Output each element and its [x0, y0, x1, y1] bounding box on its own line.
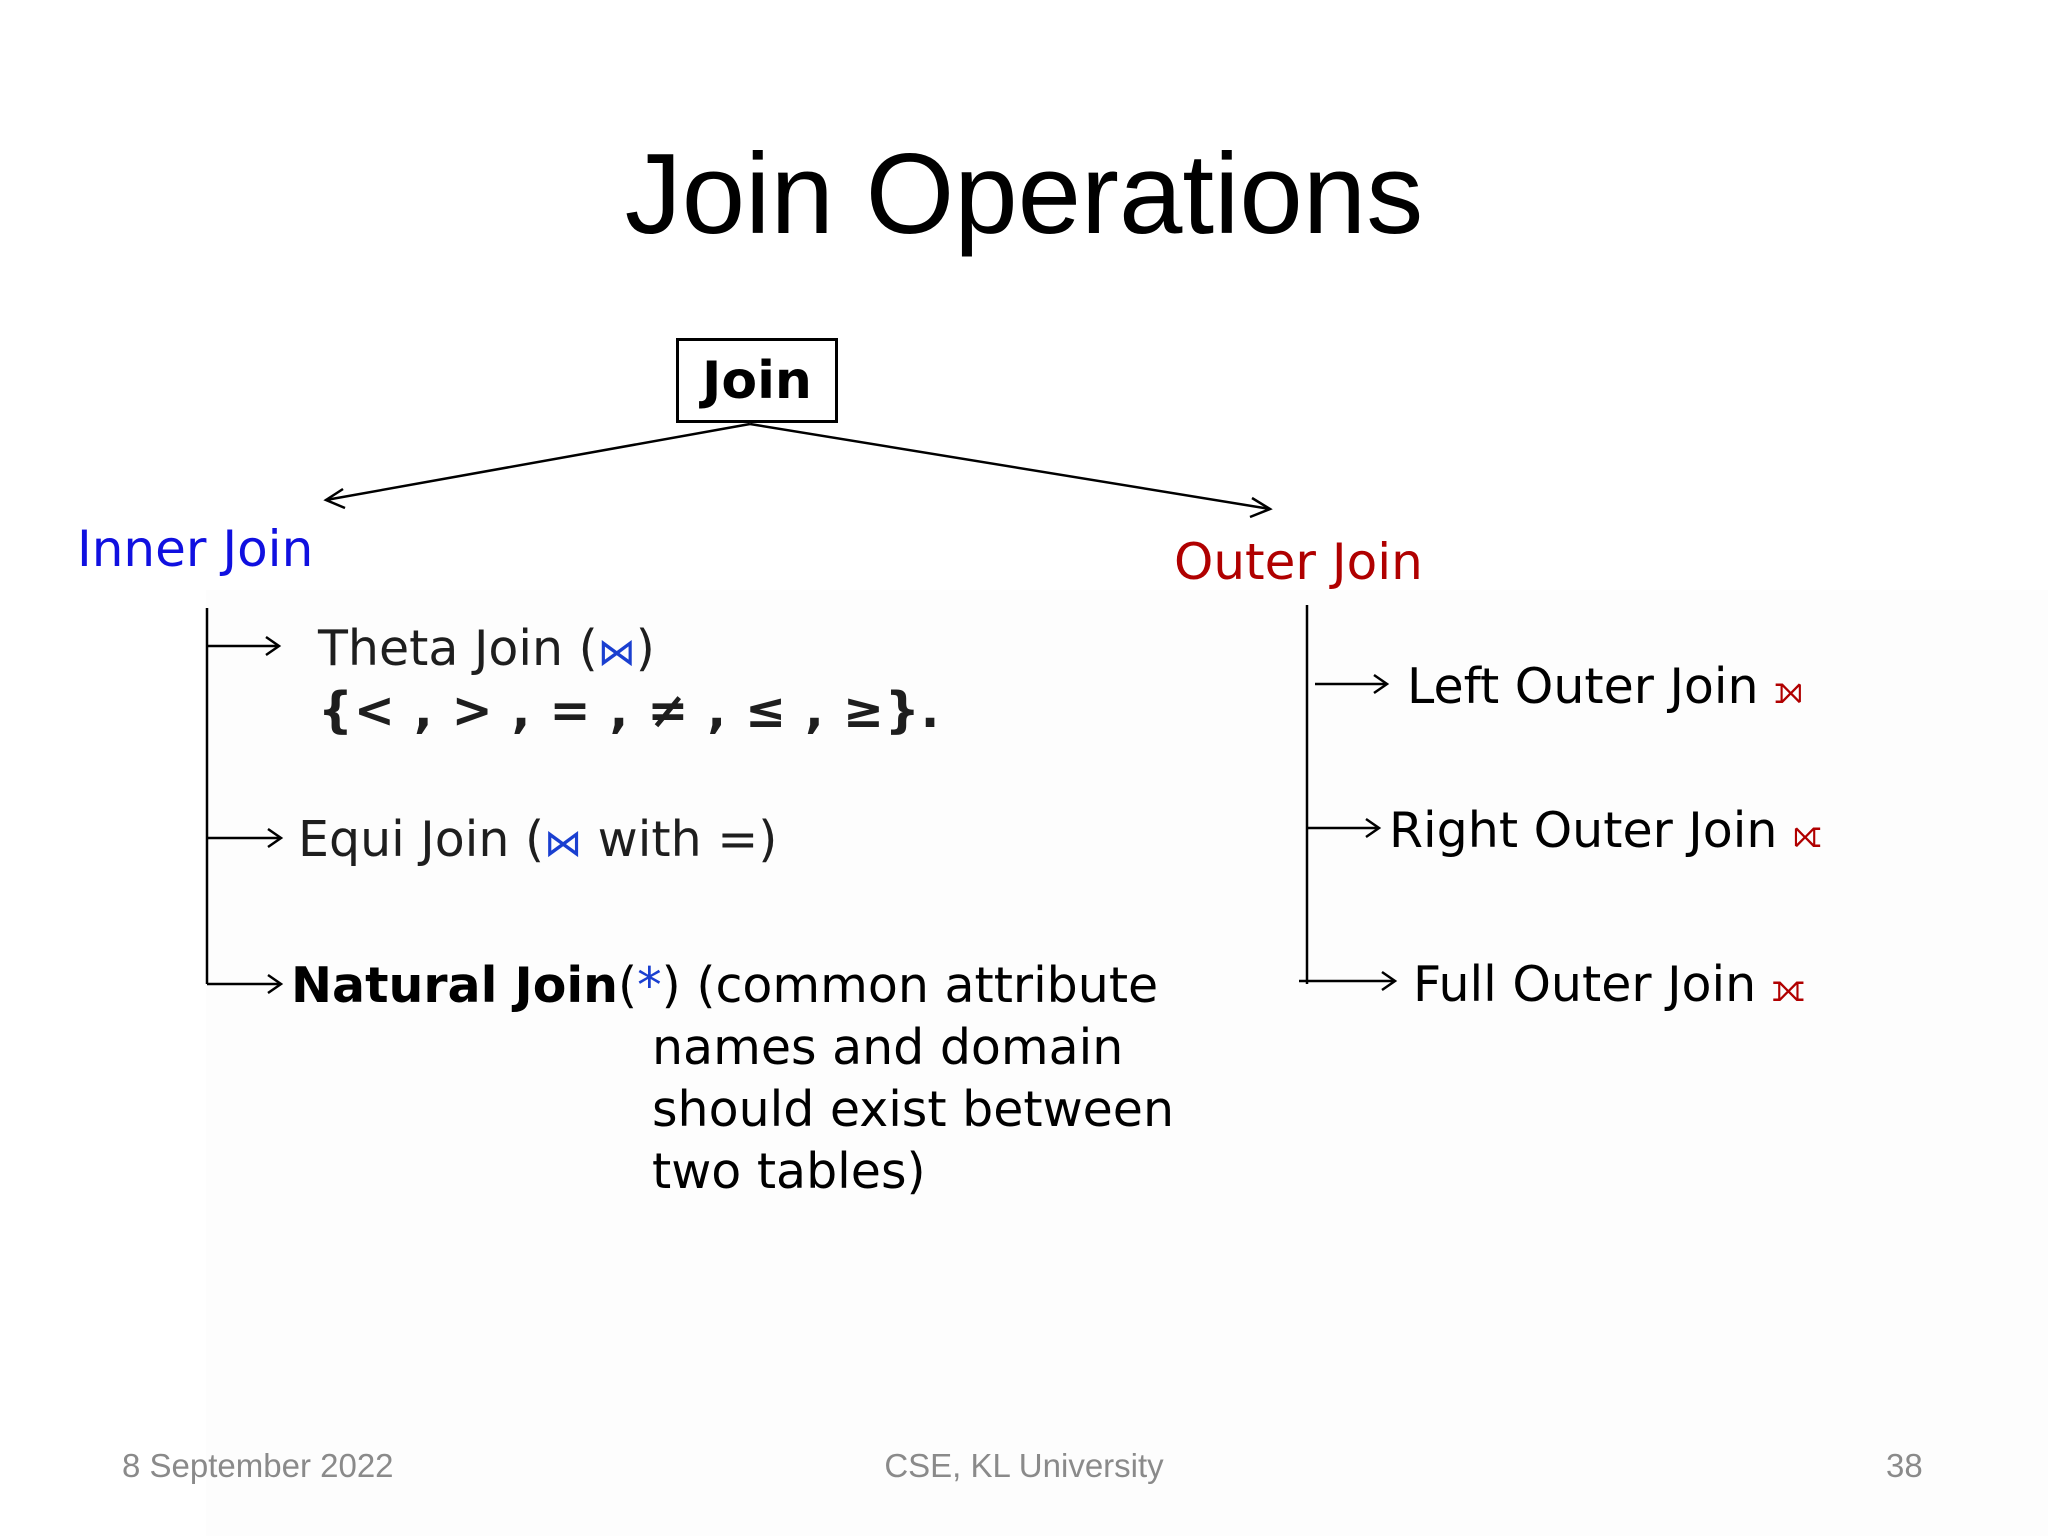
right-outer-join-item: Right Outer Join ⟖ [1389, 800, 1822, 865]
arrowhead-outer [1249, 496, 1273, 519]
full-outer-join-item: Full Outer Join ⟗ [1413, 954, 1805, 1019]
join-root-node: Join [676, 338, 838, 423]
asterisk-symbol: * [637, 957, 662, 1014]
natural-join-label: Natural Join [291, 957, 619, 1014]
right-outer-join-label: Right Outer Join [1389, 802, 1778, 859]
theta-join-item: Theta Join (⋈) [318, 620, 655, 677]
natural-join-desc-1: names and domain [652, 1019, 1124, 1076]
footer-date: 8 September 2022 [122, 1447, 394, 1484]
slide-number: 38 [1886, 1447, 1923, 1484]
left-outer-join-icon: ⟕ [1774, 668, 1803, 712]
edge-join-inner [325, 422, 751, 502]
equi-join-item: Equi Join (⋈ with =) [298, 811, 778, 868]
bowtie-join-icon: ⋈ [544, 821, 583, 865]
slide-title: Join Operations [624, 131, 1424, 258]
diagram-background [206, 590, 2048, 1536]
full-outer-join-label: Full Outer Join [1413, 956, 1757, 1013]
natural-join-desc-3: two tables) [652, 1143, 926, 1200]
outer-join-label: Outer Join [1174, 533, 1423, 591]
left-outer-join-label: Left Outer Join [1407, 658, 1759, 715]
footer-center: CSE, KL University [884, 1447, 1164, 1484]
full-outer-join-icon: ⟗ [1771, 966, 1805, 1010]
inner-join-label: Inner Join [77, 520, 314, 578]
join-root-label: Join [702, 350, 812, 411]
natural-join-desc-2: should exist between [652, 1081, 1175, 1138]
natural-join-item: Natural Join(*) (common attribute [291, 957, 1159, 1014]
edge-join-outer [749, 422, 1271, 511]
bowtie-join-icon: ⋈ [597, 630, 636, 674]
left-outer-join-item: Left Outer Join ⟕ [1407, 656, 1803, 721]
right-outer-join-icon: ⟖ [1793, 812, 1822, 856]
equi-join-label: Equi Join ( [298, 811, 545, 868]
theta-operators: {< , > , = , ≠ , ≤ , ≥}. [318, 682, 941, 739]
theta-join-label: Theta Join ( [318, 620, 598, 677]
arrowhead-inner [323, 487, 346, 510]
